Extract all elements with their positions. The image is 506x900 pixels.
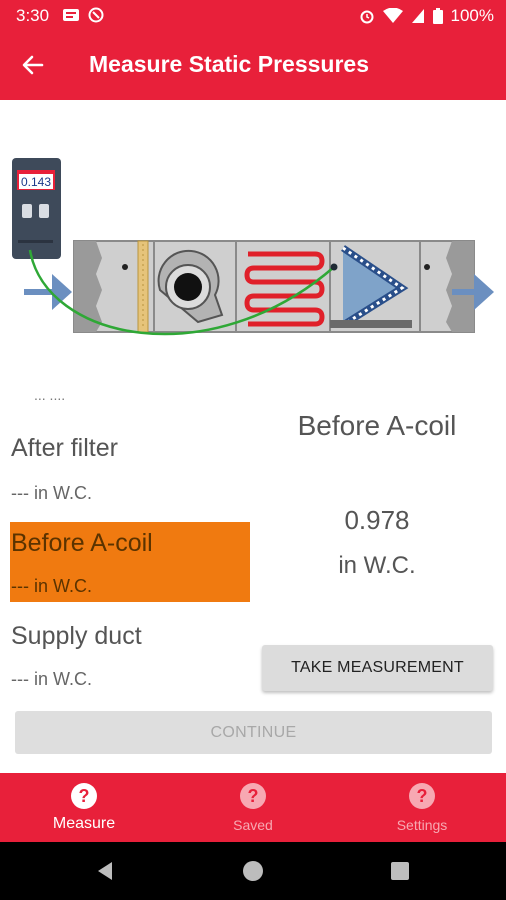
list-item-after-filter[interactable]: After filter --- in W.C. xyxy=(10,422,250,503)
message-icon xyxy=(63,9,79,21)
recents-square-icon[interactable] xyxy=(386,857,414,885)
notification-icons xyxy=(62,7,104,23)
back-arrow-icon xyxy=(22,55,44,75)
heating-coil xyxy=(244,241,331,332)
back-button[interactable] xyxy=(14,47,52,83)
alarm-icon xyxy=(360,10,374,24)
hvac-system-diagram: 0.143 xyxy=(12,158,494,336)
list-item-value: --- in W.C. xyxy=(11,669,92,689)
nav-label: Settings xyxy=(396,817,448,833)
nav-item-saved[interactable]: ? Saved xyxy=(169,773,337,842)
list-item-partial: ... .... xyxy=(10,396,250,410)
outlet-arrow xyxy=(452,274,494,310)
page-title: Measure Static Pressures xyxy=(89,51,369,77)
list-item-supply-duct[interactable]: Supply duct --- in W.C. xyxy=(10,610,250,690)
help-circle-icon: ? xyxy=(409,783,435,809)
help-circle-icon: ? xyxy=(71,783,97,809)
battery-level: 100% xyxy=(450,6,494,25)
pressure-meter: 0.143 xyxy=(12,158,61,259)
nav-item-measure[interactable]: ? Measure xyxy=(0,773,168,842)
list-item-name: After filter xyxy=(11,434,118,462)
take-measurement-button[interactable]: TAKE MEASUREMENT xyxy=(262,645,493,691)
svg-text:?: ? xyxy=(79,786,90,806)
svg-text:?: ? xyxy=(417,786,428,806)
a-coil xyxy=(330,245,412,328)
selected-point-label: Before A-coil xyxy=(297,410,457,441)
pressure-unit: in W.C. xyxy=(338,552,416,579)
wifi-icon xyxy=(382,8,403,23)
status-bar: 3:30 100% xyxy=(0,0,506,30)
home-circle-icon[interactable] xyxy=(239,857,267,885)
blower xyxy=(153,241,237,332)
list-item-name: Before A-coil xyxy=(11,529,153,557)
back-triangle-icon[interactable] xyxy=(92,857,120,885)
battery-icon xyxy=(432,8,443,24)
system-navigation-bar xyxy=(0,842,506,900)
app-bar: Measure Static Pressures xyxy=(0,30,506,100)
pressure-reading: 0.978 xyxy=(344,505,410,535)
list-item-before-a-coil[interactable]: Before A-coil --- in W.C. xyxy=(10,522,250,602)
list-item-value: --- in W.C. xyxy=(11,483,92,503)
bottom-navigation: ? Measure ? Saved ? Settings xyxy=(0,773,506,842)
no-sim-icon xyxy=(88,7,104,23)
nav-label: Saved xyxy=(233,817,273,833)
measurement-hose xyxy=(28,249,335,336)
status-right: 100% xyxy=(359,6,494,26)
inlet-arrow xyxy=(24,274,72,310)
nav-item-settings[interactable]: ? Settings xyxy=(338,773,506,842)
continue-button[interactable]: CONTINUE xyxy=(15,711,492,754)
status-time: 3:30 xyxy=(16,6,50,25)
meter-reading: 0.143 xyxy=(21,175,51,189)
svg-text:?: ? xyxy=(248,786,259,806)
list-item-name: Supply duct xyxy=(11,622,142,650)
help-circle-icon: ? xyxy=(240,783,266,809)
list-item-value: --- in W.C. xyxy=(11,576,92,596)
nav-label: Measure xyxy=(52,815,116,832)
signal-icon xyxy=(411,9,424,23)
